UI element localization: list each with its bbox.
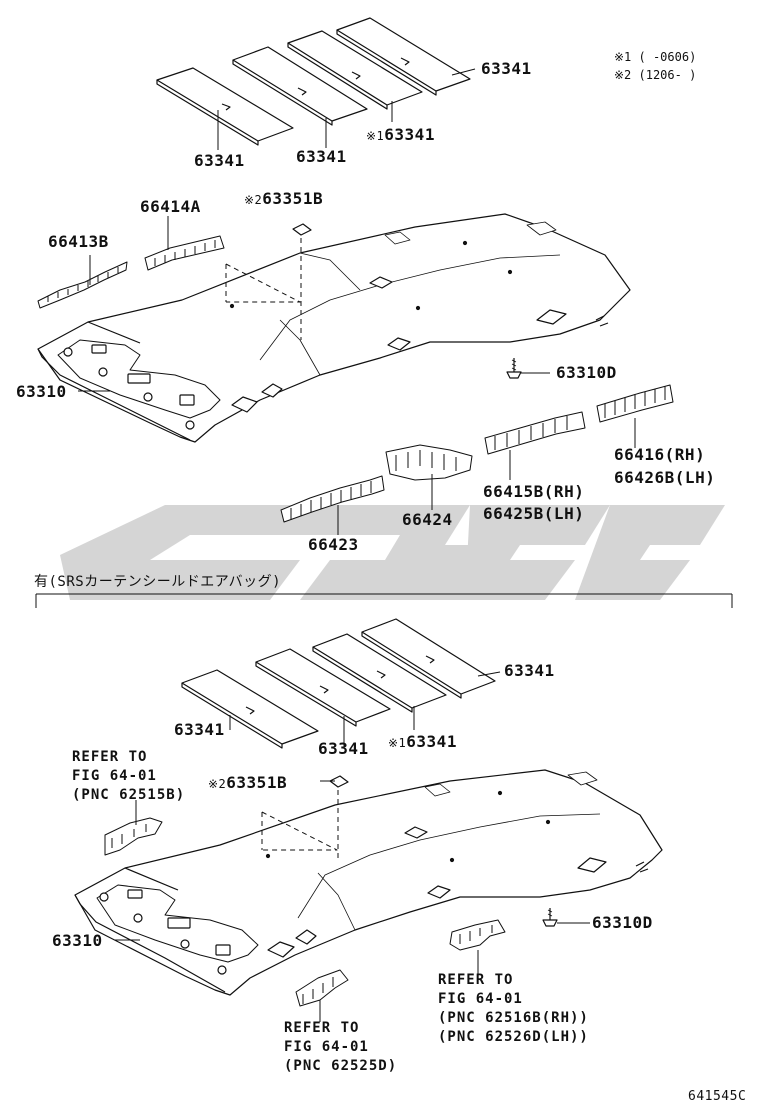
top-leaders <box>78 68 636 535</box>
section-title-srs: 有(SRSカーテンシールドエアバッグ) <box>34 574 282 590</box>
label-bottom-liner: 63310 <box>52 931 103 950</box>
ref-note-1: REFER TO FIG 64-01 (PNC 62515B) <box>72 749 186 803</box>
label-bottom-pad-b: 63341 <box>318 739 369 758</box>
bottom-pad-d <box>361 618 496 699</box>
label-bottom-pad-a: 63341 <box>174 720 225 739</box>
bottom-bracket-ref3 <box>295 969 349 1007</box>
label-top-pad-a: 63341 <box>194 151 245 170</box>
label-top-66425-lh: 66425B(LH) <box>483 504 585 523</box>
section-divider <box>35 593 733 608</box>
top-retainer-66413b <box>37 261 128 309</box>
note-2: ※2 (1206- ) <box>614 68 697 82</box>
label-bottom-pad-c: ※163341 <box>388 732 457 751</box>
bottom-dashed <box>261 790 339 862</box>
label-top-screw: 63310D <box>556 363 617 382</box>
top-dashed <box>225 238 302 340</box>
label-top-pad-b: 63341 <box>296 147 347 166</box>
label-top-66415-rh: 66415B(RH) <box>483 482 585 501</box>
top-pad-c <box>287 30 423 110</box>
diagram-code: 641545C <box>688 1089 747 1104</box>
top-headliner <box>37 213 631 443</box>
label-top-66423: 66423 <box>308 535 359 554</box>
bottom-pad-c <box>312 633 447 713</box>
label-bottom-screw: 63310D <box>592 913 653 932</box>
bottom-pad-a <box>181 669 319 749</box>
top-retainer-66415b <box>484 411 586 455</box>
top-pad-b <box>232 46 368 126</box>
bottom-bracket-ref1 <box>104 817 163 856</box>
top-clip <box>292 223 312 236</box>
top-screw <box>506 358 522 379</box>
bottom-bracket-ref2 <box>449 919 506 951</box>
label-top-liner: 63310 <box>16 382 67 401</box>
top-retainer-66424 <box>385 444 473 481</box>
label-top-pad-c: ※163341 <box>366 125 435 144</box>
ref-note-2: REFER TO FIG 64-01 (PNC 62516B(RH)) (PNC… <box>438 972 589 1045</box>
top-retainer-66414a <box>144 235 225 271</box>
label-top-clip: ※263351B <box>244 189 324 208</box>
top-retainer-66416 <box>596 384 674 423</box>
label-top-66426-lh: 66426B(LH) <box>614 468 716 487</box>
label-top-66416-rh: 66416(RH) <box>614 445 706 464</box>
watermark-logo <box>60 505 725 600</box>
bottom-clip <box>329 775 349 788</box>
bottom-leaders <box>115 671 590 1022</box>
ref-note-3: REFER TO FIG 64-01 (PNC 62525D) <box>284 1020 398 1074</box>
bottom-screw <box>542 908 558 927</box>
label-top-66413b: 66413B <box>48 232 109 251</box>
label-top-pad-d: 63341 <box>481 59 532 78</box>
label-bottom-clip: ※263351B <box>208 773 288 792</box>
note-1: ※1 ( -0606) <box>614 50 697 64</box>
top-pad-d <box>336 17 471 96</box>
top-retainer-66423 <box>280 475 385 523</box>
bottom-pad-b <box>255 648 391 727</box>
bottom-headliner <box>74 769 663 996</box>
label-top-66414a: 66414A <box>140 197 201 216</box>
label-top-66424: 66424 <box>402 510 453 529</box>
label-bottom-pad-d: 63341 <box>504 661 555 680</box>
top-pad-a <box>156 67 294 146</box>
